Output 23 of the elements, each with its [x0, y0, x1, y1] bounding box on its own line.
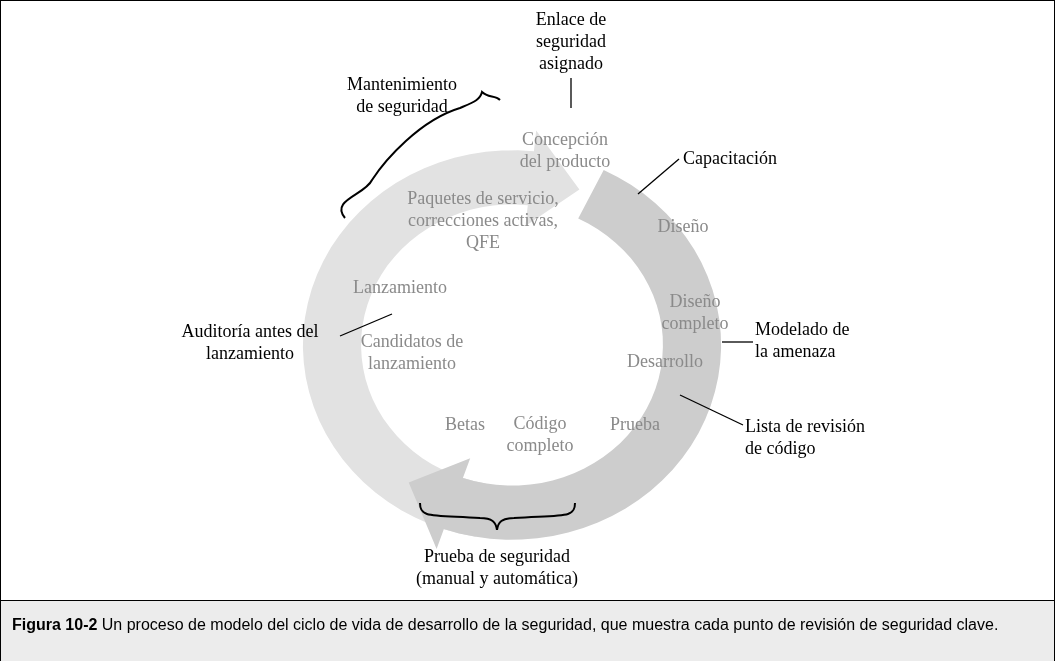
leader-line	[679, 394, 744, 426]
phase-label: Betas	[444, 413, 486, 435]
phase-label: Código completo	[505, 412, 575, 456]
phase-label: Lanzamiento	[352, 276, 448, 298]
leader-line	[570, 77, 572, 109]
callout-text: Capacitación	[683, 147, 777, 169]
leader-line	[339, 313, 393, 337]
phase-label: Candidatos de lanzamiento	[359, 330, 465, 374]
callout-text: Auditoría antes del lanzamiento	[160, 320, 340, 364]
callout-text: Enlace de seguridad asignado	[516, 8, 626, 74]
phase-label: Diseño completo	[660, 290, 730, 334]
figure-caption: Figura 10-2 Un proceso de modelo del ciclo de vida de desarrollo de la seguridad, que muestra cada punto de revisión de seguridad clave.	[12, 615, 1000, 635]
leader-line	[721, 341, 754, 343]
phase-label: Paquetes de servicio, correcciones activas, QFE	[406, 187, 560, 253]
callout-text: Modelado de la amenaza	[755, 318, 865, 362]
phase-label: Prueba	[609, 413, 661, 435]
phase-label: Concepción del producto	[518, 128, 612, 172]
leader-line	[637, 158, 680, 195]
phase-label: Diseño	[656, 215, 710, 237]
callout-text: Lista de revisión de código	[745, 415, 875, 459]
phase-label: Desarrollo	[626, 350, 704, 372]
bracket-label: Mantenimiento de seguridad	[346, 73, 458, 117]
bracket-label: Prueba de seguridad (manual y automática)	[415, 545, 579, 589]
